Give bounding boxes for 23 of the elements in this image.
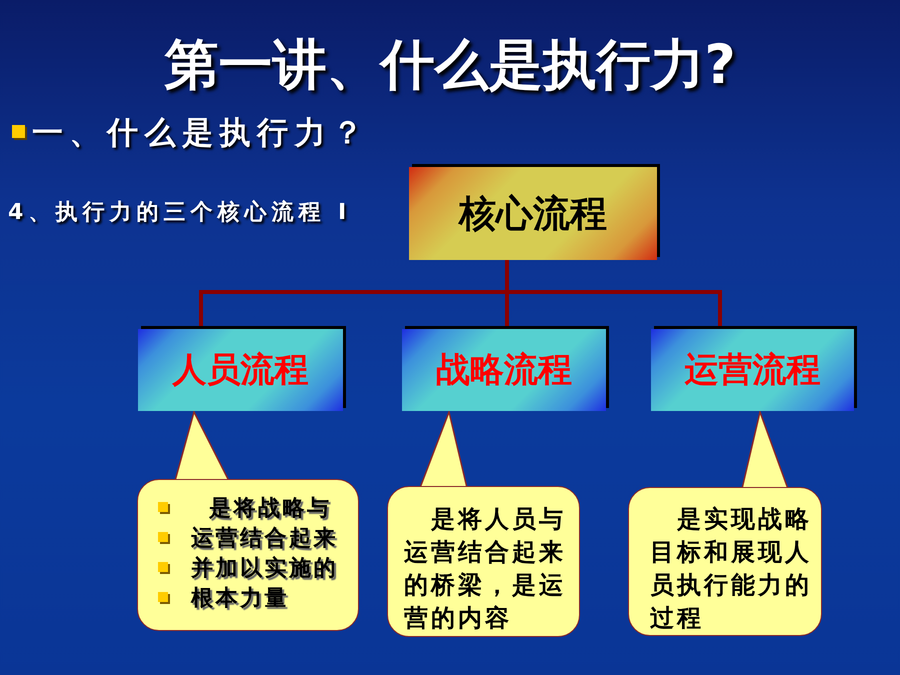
callout-text: 是实现战略目标和展现人员执行能力的过程 (650, 503, 813, 634)
process-box: 核心流程 (409, 167, 657, 260)
callout-text: 并加以实施的 (191, 554, 338, 583)
callout-pointer (418, 411, 468, 489)
process-box: 人员流程 (138, 329, 343, 411)
speech-bubble (628, 487, 822, 636)
callout-text: 是将战略与 (209, 494, 332, 523)
subheading: 4、执行力的三个核心流程 Ⅰ (8, 198, 352, 226)
callout-text: 运营结合起来 (191, 524, 338, 553)
section-heading: 一、什么是执行力？ (32, 114, 370, 153)
callout-pointer (174, 411, 230, 482)
callout-text: 是将人员与运营结合起来的桥梁，是运营的内容 (404, 503, 567, 634)
speech-bubble (387, 486, 580, 637)
callout-text: 根本力量 (191, 584, 289, 613)
speech-bubble (137, 479, 359, 631)
process-box: 战略流程 (402, 329, 606, 411)
connector-line (507, 290, 722, 329)
connector-line (505, 292, 509, 329)
connector-line (505, 260, 509, 292)
connector-line (199, 290, 507, 329)
callout-pointer (741, 411, 790, 490)
process-box: 运营流程 (651, 329, 854, 411)
slide-title: 第一讲、什么是执行力? (163, 32, 737, 98)
